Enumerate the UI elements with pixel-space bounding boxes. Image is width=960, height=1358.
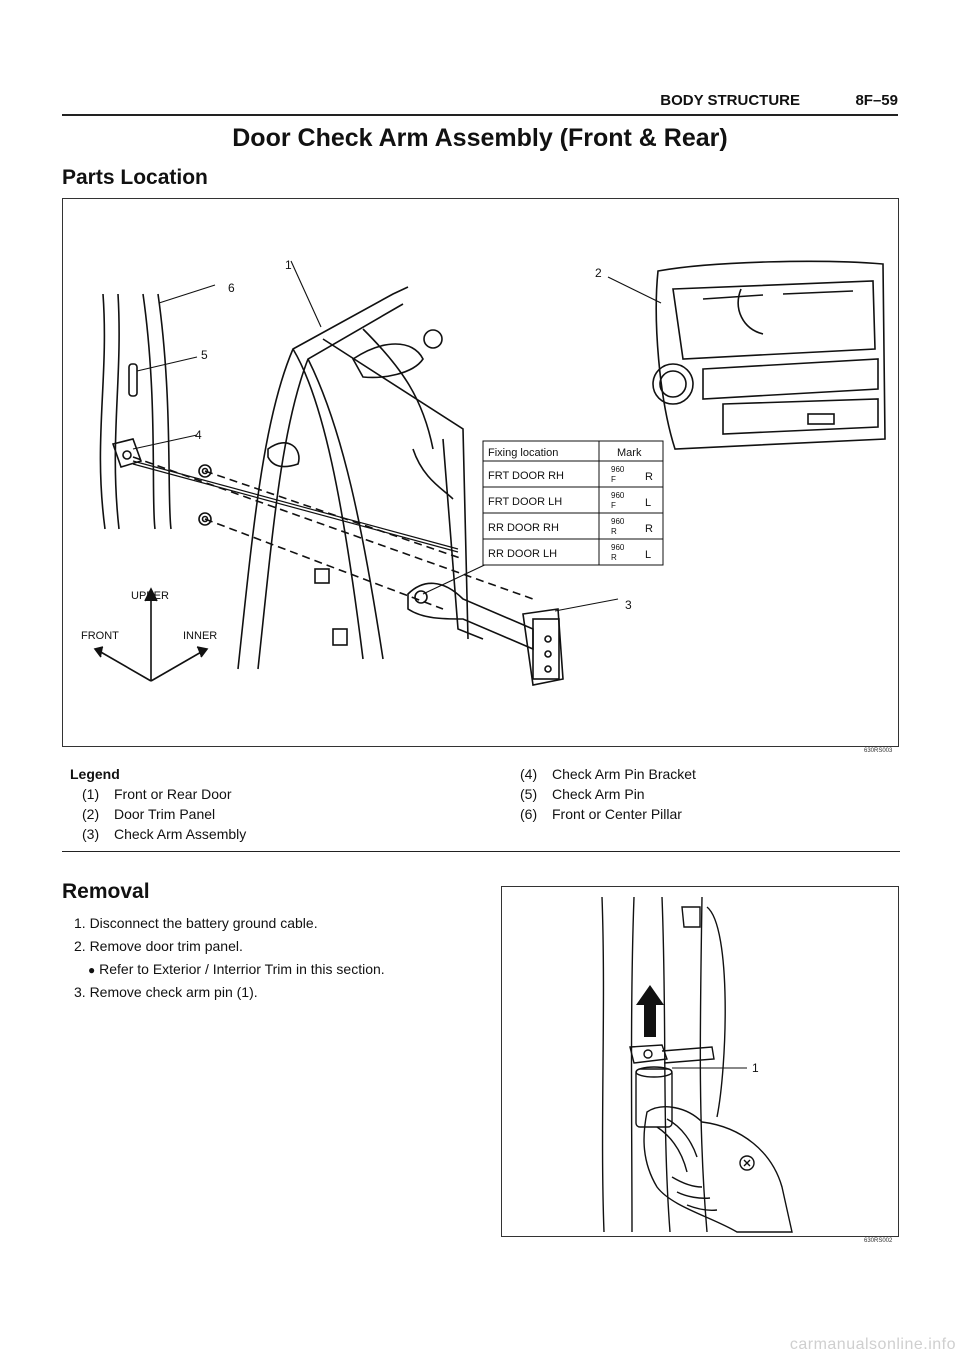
- orientation-inner-label: INNER: [183, 630, 217, 642]
- table-cell-code: 960: [611, 465, 625, 474]
- table-cell-code: 960: [611, 517, 625, 526]
- table-cell-side: L: [645, 497, 651, 509]
- legend-item: (2) Door Trim Panel: [82, 804, 215, 824]
- removal-heading: Removal: [62, 880, 150, 903]
- legend-item-number: (5): [520, 786, 538, 802]
- section-divider: [62, 851, 900, 852]
- check-arm-pin-removal-photo: 1: [601, 896, 793, 1233]
- filled-circle-bullet-icon: ●: [88, 963, 96, 977]
- removal-step: 1. Disconnect the battery ground cable.: [74, 915, 318, 931]
- legend-item-number: (2): [82, 806, 100, 822]
- page-title: Door Check Arm Assembly (Front & Rear): [232, 124, 728, 152]
- figure-code: 630RS003: [864, 748, 893, 754]
- up-arrow-icon: [636, 985, 664, 1037]
- legend-item: (1) Front or Rear Door: [82, 784, 231, 804]
- table-cell-side: L: [645, 549, 651, 561]
- removal-callout-1: 1: [752, 1061, 759, 1075]
- callout-3: 3: [625, 598, 632, 612]
- callout-5: 5: [201, 348, 208, 362]
- table-cell-side: R: [645, 471, 653, 483]
- callout-6: 6: [228, 281, 235, 295]
- table-cell-sub: F: [611, 501, 616, 510]
- legend-item-number: (3): [82, 826, 100, 842]
- table-cell-code: 960: [611, 491, 625, 500]
- table-cell-sub: F: [611, 475, 616, 484]
- page-header: BODY STRUCTURE 8F–59: [62, 88, 898, 116]
- table-header-mark: Mark: [617, 447, 642, 459]
- legend-item: (6) Front or Center Pillar: [520, 804, 682, 824]
- table-cell-location: FRT DOOR RH: [488, 470, 564, 482]
- callout-1: 1: [285, 258, 292, 272]
- legend-item: (5) Check Arm Pin: [520, 784, 645, 804]
- table-header-location: Fixing location: [488, 447, 558, 459]
- table-cell-sub: R: [611, 553, 617, 562]
- legend-item: (4) Check Arm Pin Bracket: [520, 764, 696, 784]
- removal-step: 2. Remove door trim panel.: [74, 938, 243, 954]
- legend-item-number: (4): [520, 766, 538, 782]
- legend-item-label: Check Arm Pin: [552, 786, 645, 802]
- parts-location-figure: 1 2 3 4 5 6 UPPER FRONT INNER Fixing loc…: [62, 198, 899, 747]
- legend-item-label: Front or Center Pillar: [552, 806, 682, 822]
- parts-location-heading: Parts Location: [62, 166, 208, 189]
- legend-item-label: Door Trim Panel: [114, 806, 216, 822]
- header-page-number: 8F–59: [855, 92, 898, 109]
- fixing-mark-table: Fixing location Mark FRT DOOR RH 960 F R…: [482, 440, 664, 566]
- orientation-front-label: FRONT: [81, 630, 119, 642]
- table-cell-location: RR DOOR RH: [488, 522, 559, 534]
- callout-4: 4: [195, 428, 202, 442]
- removal-steps: 1. Disconnect the battery ground cable. …: [0, 912, 480, 1012]
- watermark: carmanualsonline.info: [789, 1336, 956, 1353]
- table-cell-location: RR DOOR LH: [488, 548, 557, 560]
- legend-item: (3) Check Arm Assembly: [82, 824, 246, 844]
- table-cell-location: FRT DOOR LH: [488, 496, 562, 508]
- orientation-upper-label: UPPER: [131, 590, 169, 602]
- legend-item-label: Front or Rear Door: [114, 786, 232, 802]
- legend: Legend (1) Front or Rear Door (2) Door Tri…: [0, 764, 960, 844]
- legend-title: Legend: [70, 766, 120, 782]
- removal-substep: ● Refer to Exterior / Interrior Trim in …: [88, 958, 385, 982]
- table-cell-side: R: [645, 523, 653, 535]
- removal-figure: 1: [501, 886, 899, 1237]
- legend-item-label: Check Arm Pin Bracket: [552, 766, 696, 782]
- header-section-title: BODY STRUCTURE: [660, 92, 800, 109]
- callout-2: 2: [595, 266, 602, 280]
- removal-figure-code: 630RS002: [864, 1238, 893, 1244]
- removal-substep-text: Refer to Exterior / Interrior Trim in th…: [99, 961, 385, 977]
- table-cell-code: 960: [611, 543, 625, 552]
- legend-item-label: Check Arm Assembly: [114, 826, 247, 842]
- table-cell-sub: R: [611, 527, 617, 536]
- door-check-arm-diagram: 1 2 3 4 5 6 UPPER FRONT INNER Fixing loc…: [81, 258, 886, 686]
- legend-item-number: (6): [520, 806, 538, 822]
- removal-step: 3. Remove check arm pin (1).: [74, 984, 258, 1000]
- legend-item-number: (1): [82, 786, 100, 802]
